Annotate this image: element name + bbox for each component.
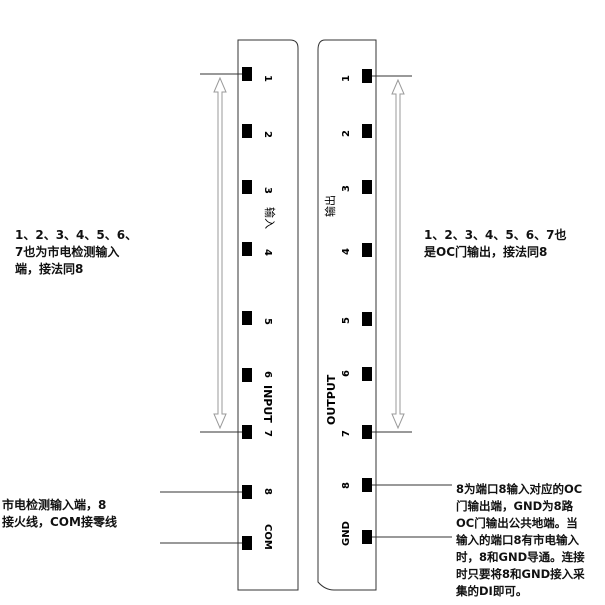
input-pin-3-terminal	[242, 180, 252, 194]
output-terminal-block	[317, 39, 377, 591]
output-pin-1-terminal	[362, 69, 372, 83]
output-pin-8-terminal	[362, 478, 372, 492]
output-pin-gnd-label: GND	[341, 521, 352, 546]
output-label-en: OUTPUT	[325, 374, 338, 425]
input-pin-com-terminal	[242, 536, 252, 550]
input-pin-2-terminal	[242, 124, 252, 138]
output-pin-7-terminal	[362, 425, 372, 439]
output-pin-4-terminal	[362, 243, 372, 257]
input-pin-8-note: 市电检测输入端，8 接火线，COM接零线	[2, 498, 117, 529]
input-label-cn: 输入	[263, 207, 277, 229]
output-pin-3-label: 3	[341, 185, 352, 192]
output-pin-5-label: 5	[341, 317, 352, 324]
input-label-en: INPUT	[261, 385, 274, 423]
input-pin-1-terminal	[242, 67, 252, 81]
input-pins	[242, 67, 252, 550]
input-range-arrow	[213, 76, 227, 430]
output-pin-6-terminal	[362, 367, 372, 381]
output-pin-2-terminal	[362, 124, 372, 138]
input-pin-labels: 1 2 3 4 5 6 7 8 COM INPUT 输入	[261, 75, 277, 550]
output-pins	[362, 69, 372, 544]
input-pin-6-terminal	[242, 368, 252, 382]
input-pin-5-terminal	[242, 311, 252, 325]
output-label-cn: 输出	[323, 195, 337, 217]
input-pin-com-label: COM	[262, 524, 273, 550]
output-pins-1-7-note: 1、2、3、4、5、6、7也 是OC门输出，接法同8	[424, 228, 567, 259]
output-pin-1-label: 1	[341, 75, 352, 82]
input-pin-7-terminal	[242, 425, 252, 439]
input-pin-4-label: 4	[262, 249, 273, 256]
output-pin-7-label: 7	[341, 430, 352, 437]
input-pin-6-label: 6	[262, 371, 273, 378]
output-pin-labels: 1 2 3 4 5 6 7 8 GND OUTPUT 输出	[323, 75, 352, 546]
output-pin-5-terminal	[362, 312, 372, 326]
output-pin-3-terminal	[362, 180, 372, 194]
wires	[160, 73, 452, 544]
output-pin-8-note: 8为端口8输入对应的OC 门输出端，GND为8路 OC门输出公共地端。当 输入的…	[456, 482, 585, 598]
input-pin-3-label: 3	[262, 187, 273, 194]
output-range-arrow	[391, 78, 405, 430]
input-pin-8-label: 8	[262, 488, 273, 495]
input-terminal-block	[237, 39, 299, 591]
output-pin-gnd-terminal	[362, 530, 372, 544]
output-pin-4-label: 4	[341, 248, 352, 255]
input-pins-1-7-note: 1、2、3、4、5、6、 7也为市电检测输入 端，接法同8	[15, 228, 138, 276]
input-pin-4-terminal	[242, 242, 252, 256]
output-pin-6-label: 6	[341, 370, 352, 377]
input-pin-1-label: 1	[262, 75, 273, 82]
input-pin-2-label: 2	[262, 131, 273, 138]
input-pin-7-label: 7	[262, 430, 273, 437]
output-pin-2-label: 2	[341, 130, 352, 137]
output-pin-8-label: 8	[341, 482, 352, 489]
input-pin-5-label: 5	[262, 318, 273, 325]
input-pin-8-terminal	[242, 485, 252, 499]
